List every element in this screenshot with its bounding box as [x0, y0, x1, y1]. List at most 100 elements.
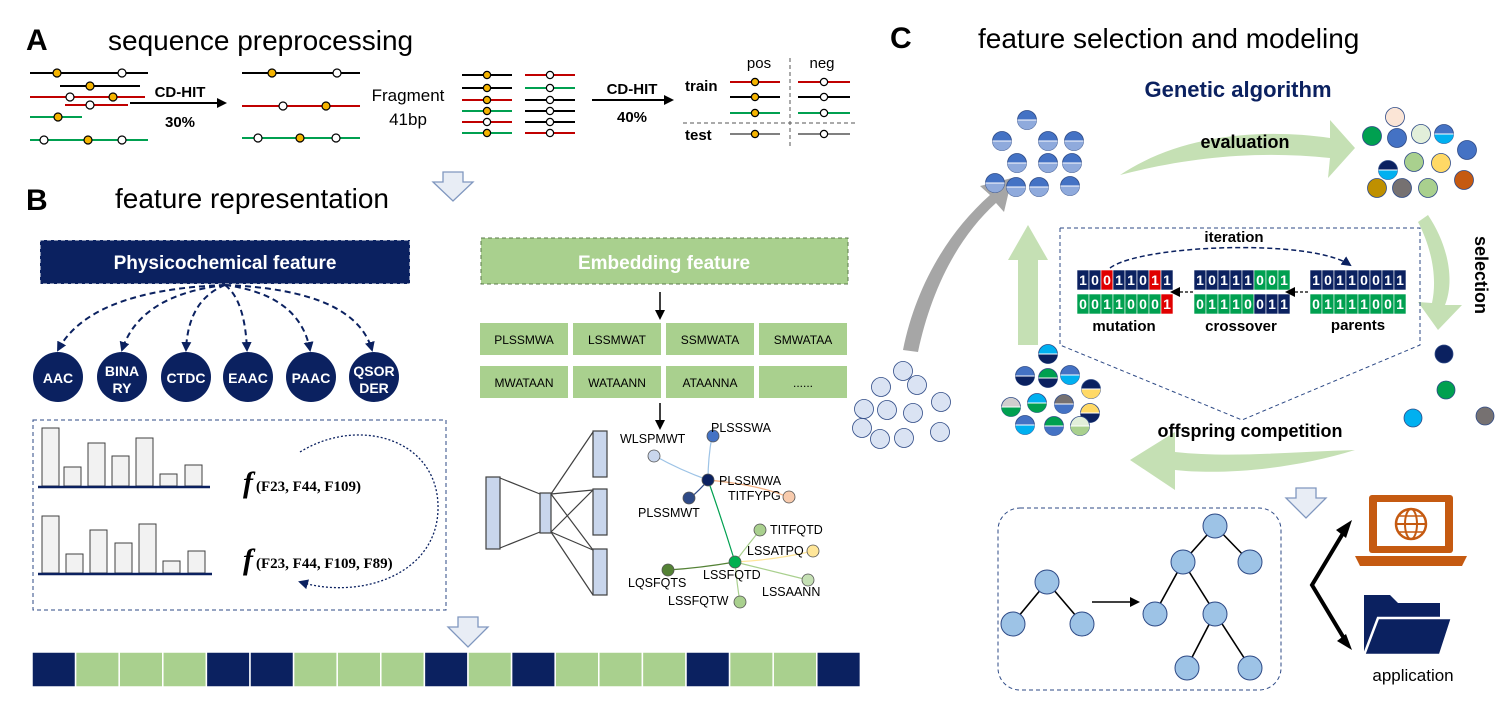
fragment-length: 41bp — [389, 110, 427, 129]
individual-half — [985, 183, 1005, 193]
bit-value: 1 — [1115, 272, 1123, 288]
bit-value: 0 — [1372, 296, 1380, 312]
individual — [1392, 178, 1412, 198]
individual-half — [1015, 425, 1035, 435]
crossover-label: crossover — [1205, 318, 1277, 335]
feature-bar-cell — [772, 651, 818, 688]
individual-half — [1081, 389, 1101, 399]
ga-title: Genetic algorithm — [1144, 77, 1331, 102]
feature-bar-cell — [641, 651, 687, 688]
individual-half — [1006, 187, 1026, 197]
bit-value: 0 — [1139, 296, 1147, 312]
feature-bar-cell — [336, 651, 382, 688]
panel-a-title: sequence preprocessing — [108, 25, 413, 56]
individual — [931, 392, 951, 412]
bit-value: 1 — [1268, 296, 1276, 312]
individual — [854, 399, 874, 419]
feature-bar-cell — [510, 651, 556, 688]
embedding-title: Embedding feature — [578, 253, 750, 274]
bit-cell — [1160, 293, 1174, 315]
eaac-node — [223, 352, 273, 402]
application-arrows — [1309, 528, 1347, 642]
aac-label: AAC — [43, 370, 73, 386]
bit-cell — [1277, 293, 1291, 315]
bit-value: 0 — [1244, 296, 1252, 312]
panel-b-letter: B — [26, 184, 48, 217]
pos-label: pos — [747, 55, 771, 72]
bit-value: 1 — [1384, 272, 1392, 288]
individual-half — [1038, 163, 1058, 173]
embedding-layers — [485, 430, 608, 596]
individual — [907, 375, 927, 395]
bit-value: 0 — [1268, 272, 1276, 288]
panel-c: C feature selection and modeling Genetic… — [852, 22, 1495, 691]
f-symbol-2: f — [243, 543, 256, 576]
feature-set-2: (F23, F44, F109, F89) — [256, 556, 393, 572]
bit-cell — [1277, 269, 1291, 291]
bit-value: 1 — [1127, 272, 1135, 288]
kmer-5: MWATAAN — [494, 376, 553, 390]
individual-half — [1060, 375, 1080, 385]
panel-c-title: feature selection and modeling — [978, 23, 1359, 54]
test-label: test — [685, 127, 712, 144]
app-arrow-head-top — [1336, 520, 1352, 538]
feature-bar-cell — [118, 651, 164, 688]
bit-value: 0 — [1091, 272, 1099, 288]
clustered-sequences — [242, 72, 360, 139]
bit-value: 1 — [1396, 296, 1404, 312]
bit-value: 0 — [1324, 272, 1332, 288]
feature-subset-box — [32, 419, 447, 611]
ga-populations — [852, 107, 1495, 449]
qsorder-node — [349, 352, 399, 402]
bit-value: 0 — [1208, 272, 1216, 288]
individual — [1411, 124, 1431, 144]
bit-value: 0 — [1103, 272, 1111, 288]
kmer-7: ATAANNA — [683, 376, 738, 390]
bit-cell — [1393, 269, 1407, 291]
individual-half — [1038, 141, 1058, 151]
combined-feature-bar — [31, 651, 862, 688]
feature-bar-cell — [728, 651, 774, 688]
individual — [877, 400, 897, 420]
bit-value: 0 — [1384, 296, 1392, 312]
panel-c-letter: C — [890, 22, 912, 55]
individual-half — [1027, 403, 1047, 413]
folder-icon — [1362, 595, 1454, 657]
bit-value: 0 — [1196, 296, 1204, 312]
train-label: train — [685, 78, 718, 95]
individual-half — [1064, 141, 1084, 151]
histogram-bottom — [41, 515, 206, 574]
kmer-grid — [480, 323, 847, 398]
individual-half — [1062, 163, 1082, 173]
graph-label-lssatpq: LSSATPQ — [747, 544, 804, 558]
individual-half — [1060, 186, 1080, 196]
feature-set-1: (F23, F44, F109) — [256, 479, 361, 495]
selection-label: selection — [1471, 236, 1491, 314]
bit-value: 1 — [1312, 272, 1320, 288]
individual — [1431, 153, 1451, 173]
binary-label-1: BINA — [105, 363, 139, 379]
laptop-globe-icon — [1355, 495, 1467, 566]
kmer-6: WATAANN — [588, 376, 646, 390]
individual — [893, 361, 913, 381]
individual-half — [1001, 407, 1021, 417]
feature-bar-cell — [31, 651, 77, 688]
individual-half — [1038, 378, 1058, 388]
qsorder-label-2: DER — [359, 380, 389, 396]
bit-value: 1 — [1348, 296, 1356, 312]
individual-half — [1378, 170, 1398, 180]
individual-half — [1029, 187, 1049, 197]
feature-bar-cell — [467, 651, 513, 688]
bit-value: 1 — [1232, 296, 1240, 312]
individual-half — [1054, 404, 1074, 414]
bit-value: 1 — [1151, 272, 1159, 288]
feature-bar-cell — [554, 651, 600, 688]
cdhit1-pct: 30% — [165, 114, 195, 131]
train-test-residues — [750, 77, 829, 139]
bit-value: 1 — [1079, 272, 1087, 288]
bit-value: 1 — [1324, 296, 1332, 312]
bit-value: 1 — [1244, 272, 1252, 288]
